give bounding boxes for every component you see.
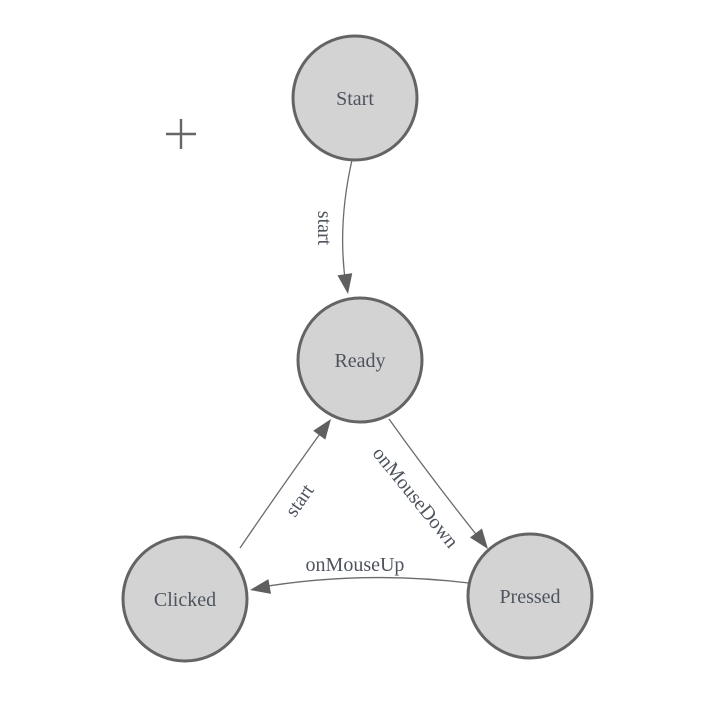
transition-path[interactable] <box>255 576 470 589</box>
transition-label[interactable]: onMouseUp <box>306 554 405 576</box>
state-circle[interactable] <box>291 34 419 162</box>
transition-pressed-to-clicked[interactable]: onMouseUp <box>250 554 470 594</box>
transition-path[interactable] <box>342 159 353 287</box>
transition-ready-to-pressed[interactable]: onMouseDown <box>368 418 488 553</box>
state-label: Clicked <box>154 589 216 611</box>
state-label: Start <box>336 88 374 110</box>
transition-path[interactable] <box>388 418 484 544</box>
state-label: Pressed <box>499 586 560 608</box>
arrowhead-icon <box>313 419 331 440</box>
transition-start-to-ready[interactable]: start <box>313 159 353 294</box>
state-node-pressed[interactable]: Pressed <box>466 532 594 660</box>
arrowhead-icon <box>337 273 353 294</box>
state-circle[interactable] <box>296 296 424 424</box>
transition-label[interactable]: onMouseDown <box>368 443 463 553</box>
state-label: Ready <box>334 350 385 372</box>
state-node-ready[interactable]: Ready <box>296 296 424 424</box>
crosshair-icon <box>166 119 196 149</box>
transition-label[interactable]: start <box>313 211 335 246</box>
transition-path[interactable] <box>239 423 328 549</box>
state-circle[interactable] <box>466 532 594 660</box>
transition-label[interactable]: start <box>281 480 319 521</box>
transition-clicked-to-ready[interactable]: start <box>239 419 331 549</box>
arrowhead-icon <box>469 528 488 549</box>
state-circle[interactable] <box>121 535 249 663</box>
arrowhead-icon <box>250 579 271 594</box>
state-node-clicked[interactable]: Clicked <box>121 535 249 663</box>
state-node-start[interactable]: Start <box>291 34 419 162</box>
